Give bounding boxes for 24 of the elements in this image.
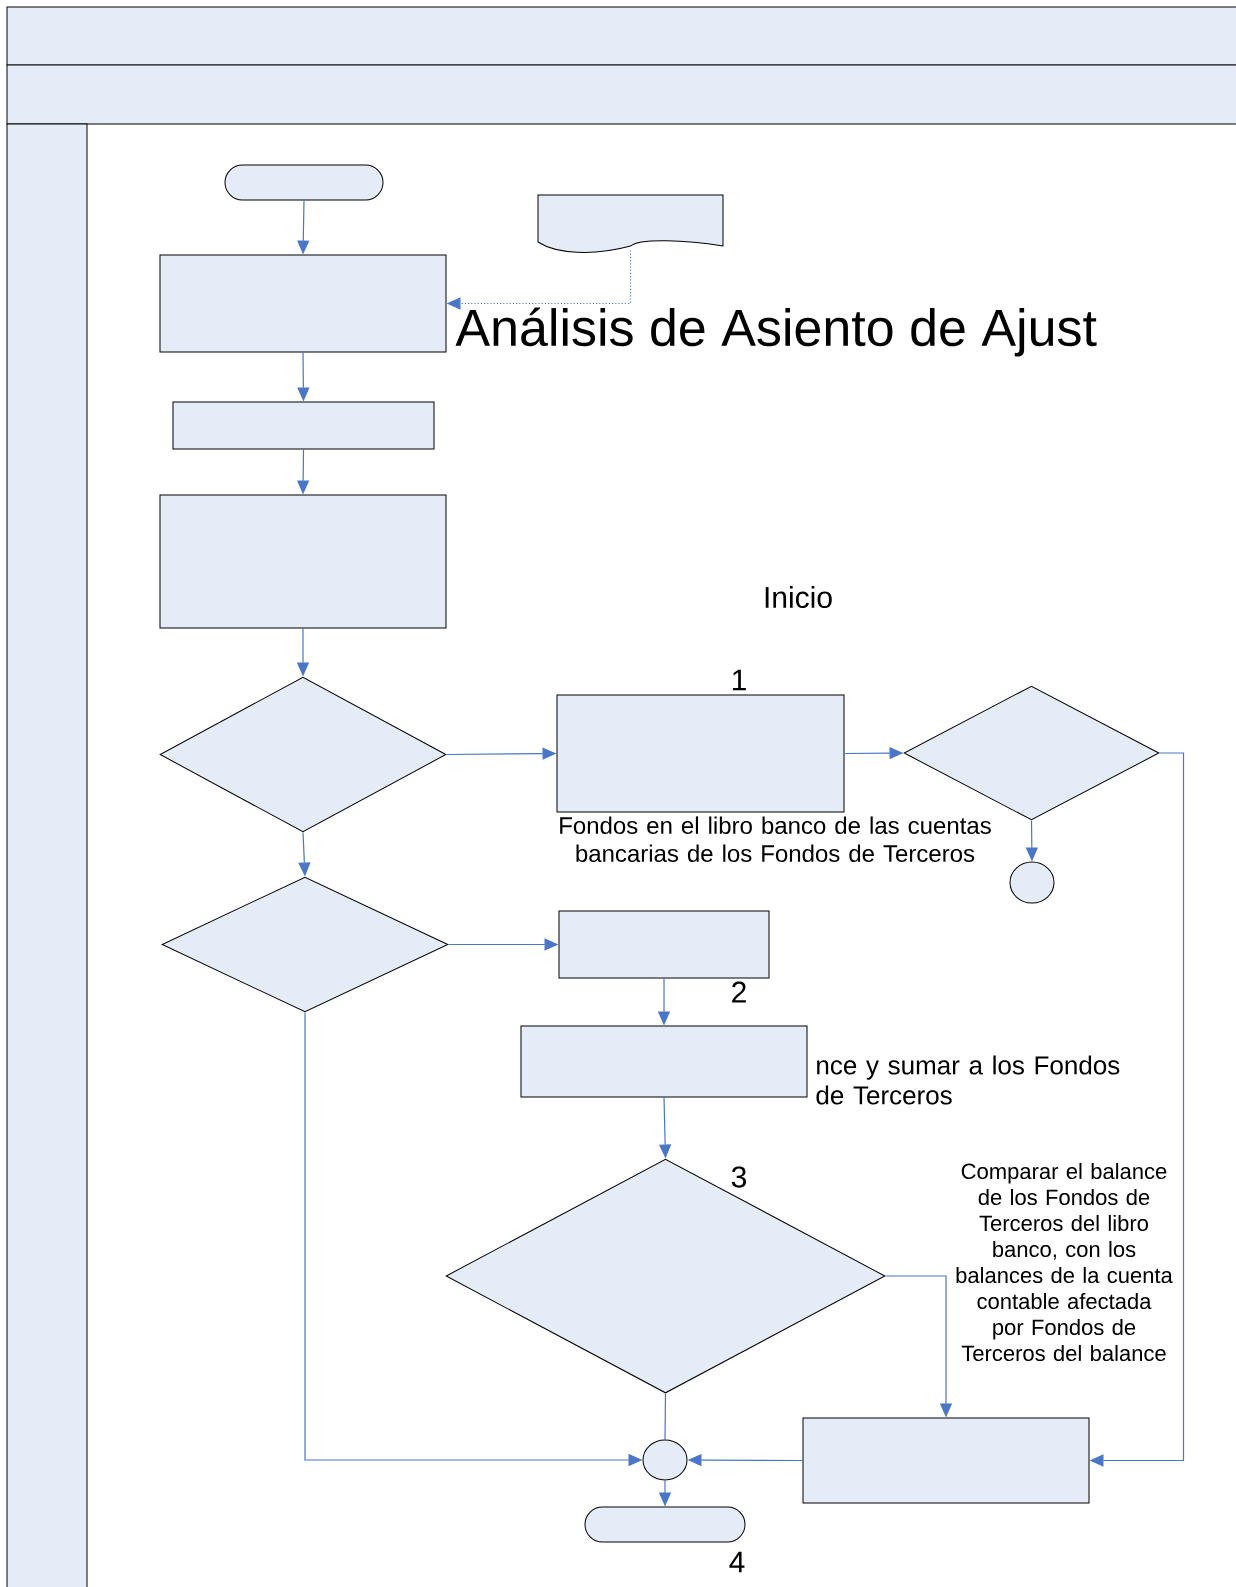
decision-diamond [161, 876, 449, 1013]
process-box [558, 910, 770, 979]
decision-diamond [445, 1158, 886, 1394]
process-box [556, 694, 845, 813]
annotation-text: nce y sumar a los Fondos de Terceros [816, 1055, 1120, 1105]
step-number: 3 [731, 1166, 747, 1188]
process-box [159, 254, 447, 353]
step-number: 4 [729, 1551, 745, 1573]
annotation-text: Inicio [765, 586, 832, 608]
step-number: 1 [732, 669, 746, 691]
document-shape [537, 194, 724, 253]
annotation-text: Comparar el balance de los Fondos de Terceros del libro banco, con los balances de la cuenta contable afectada por Fondos de Terceros del balance [956, 1162, 1173, 1362]
connector-circle [1009, 861, 1055, 904]
process-box [520, 1025, 808, 1098]
process-box [172, 401, 435, 450]
step-number: 2 [732, 981, 746, 1003]
annotation-text: Fondos en el libro banco de las cuentas bancarias de los Fondos de Terceros [560, 816, 991, 863]
decision-diamond [159, 676, 447, 833]
process-box [802, 1417, 1090, 1504]
connector-circle [642, 1439, 688, 1481]
terminator-shape [224, 164, 384, 201]
process-box [159, 494, 447, 629]
terminator-shape [584, 1506, 746, 1543]
heading-text: Análisis de Asiento de Ajust [455, 307, 1097, 357]
